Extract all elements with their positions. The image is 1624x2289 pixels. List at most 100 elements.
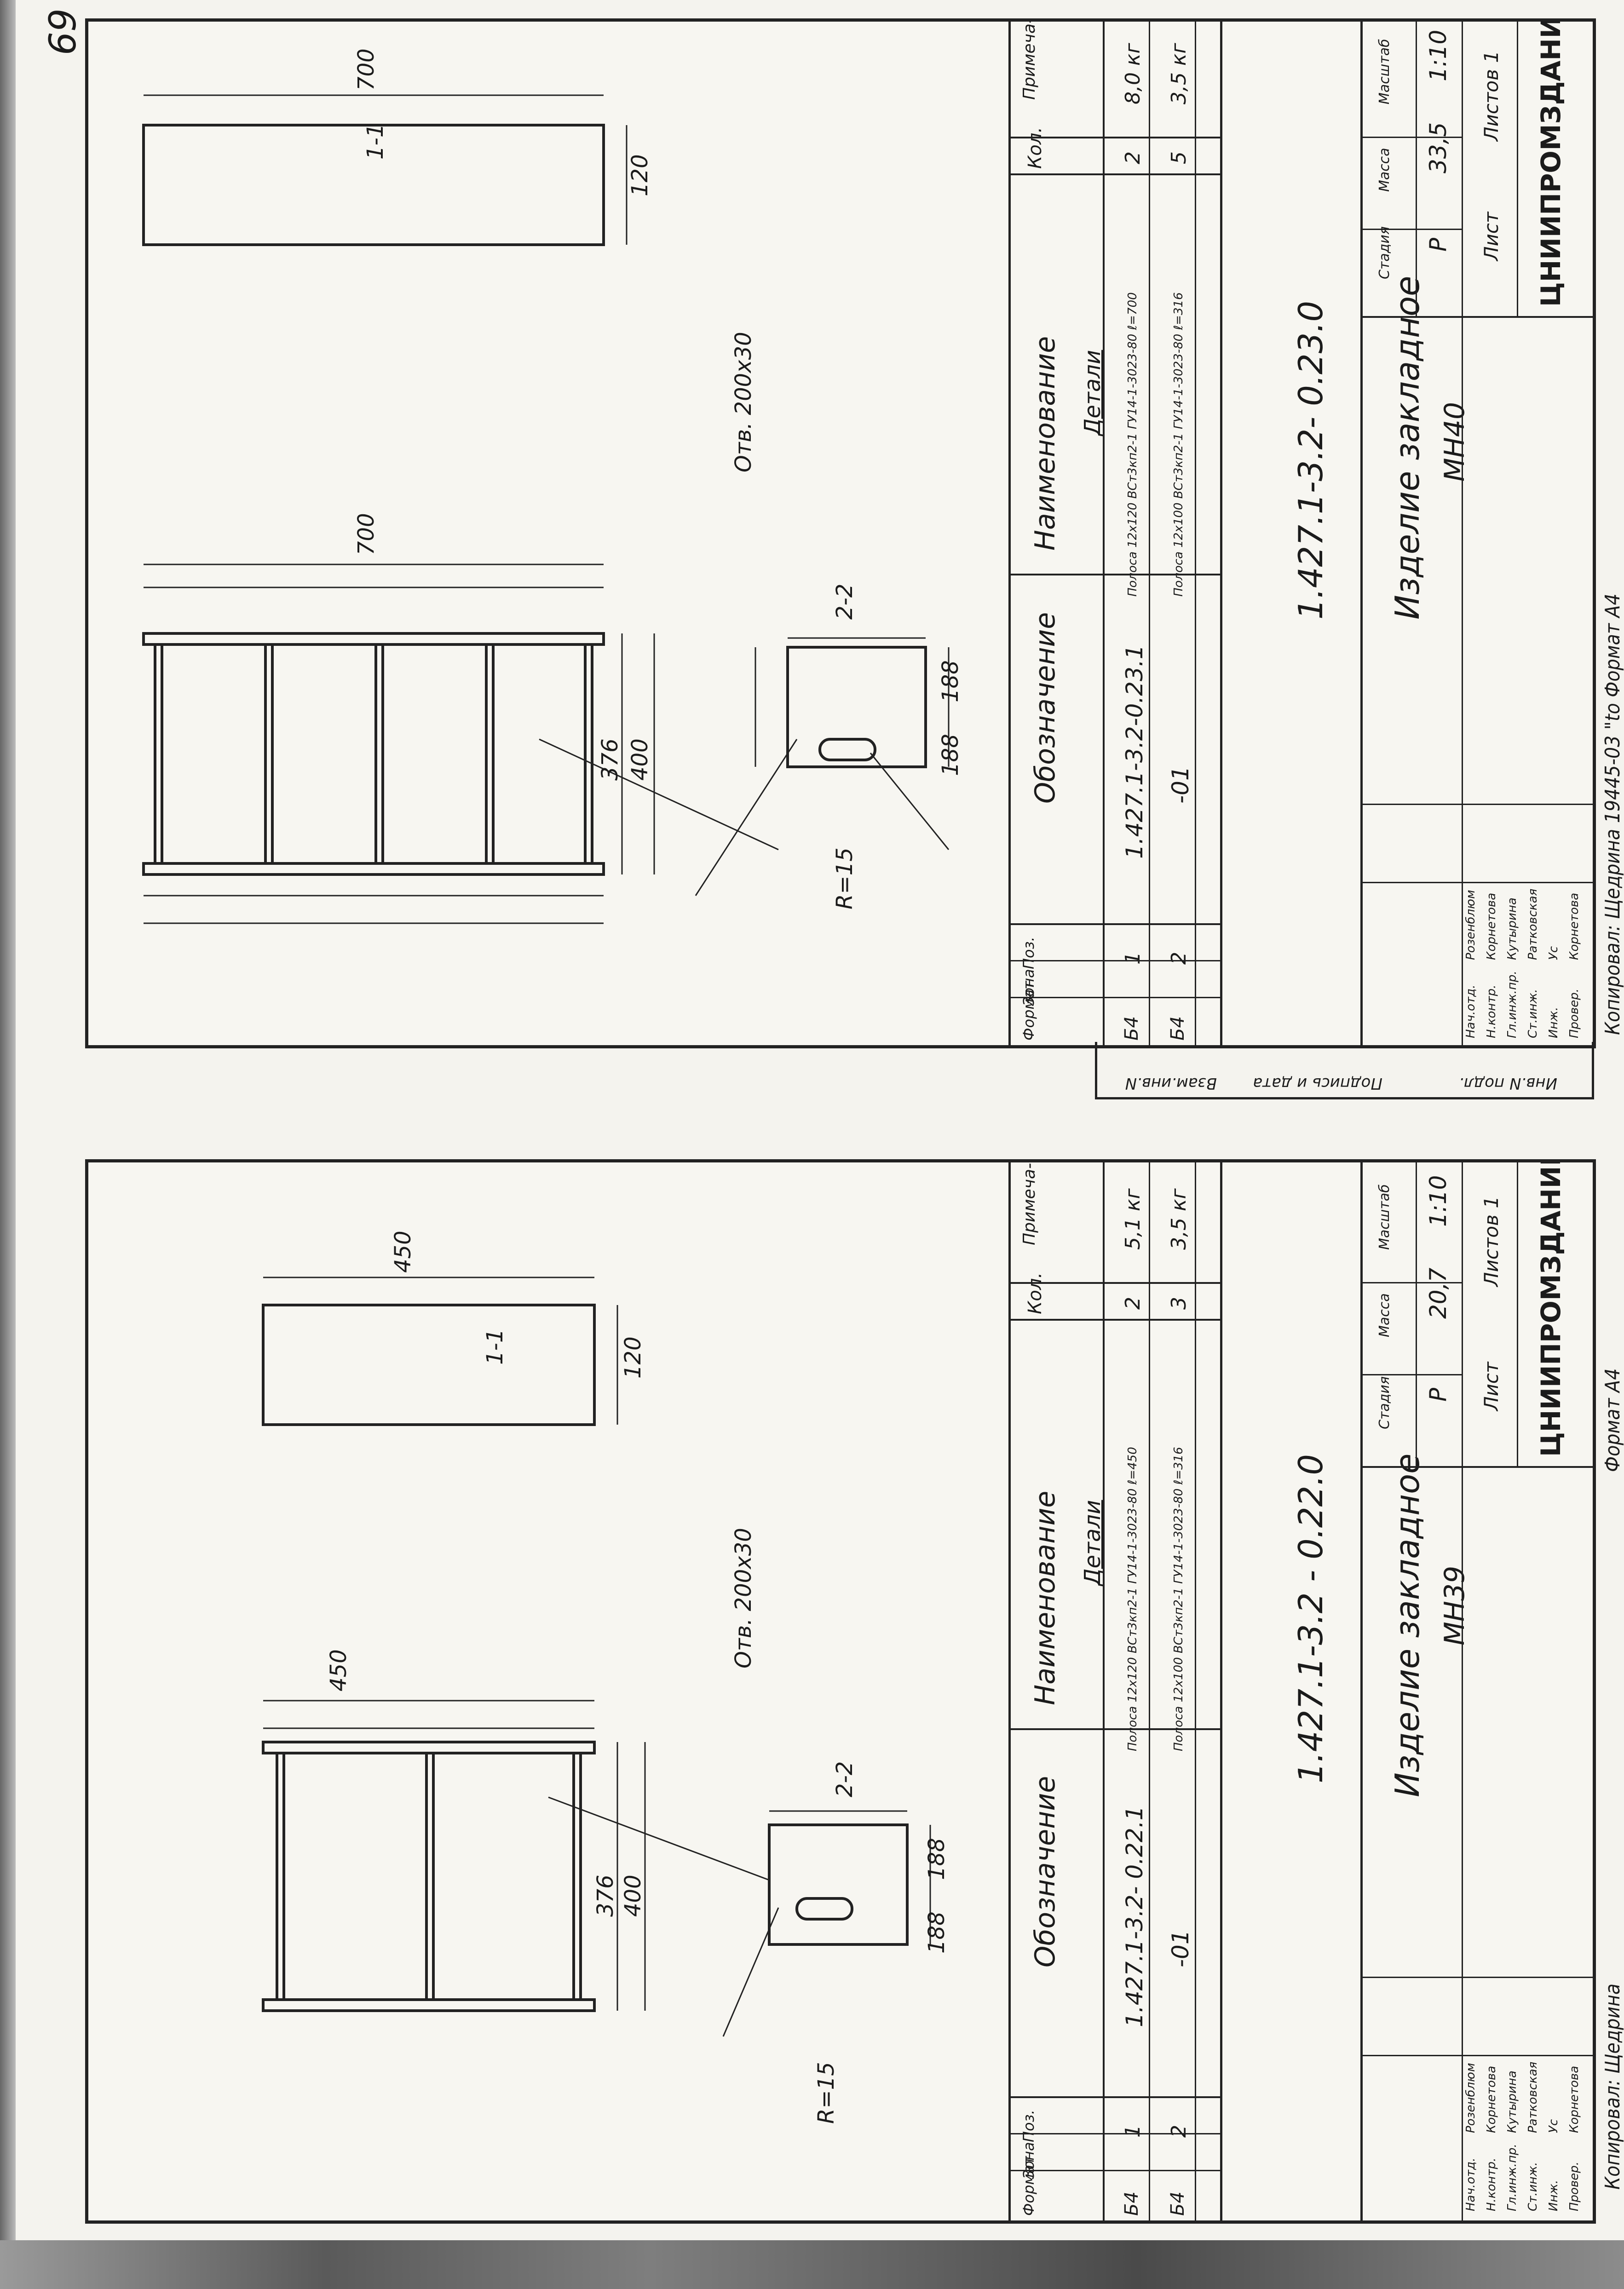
spec-row-1-qty: 2 <box>1121 1297 1145 1310</box>
title-block: 1.427.1-3.2 - 0.22.0 Изделие закладное М… <box>1220 1162 1593 2220</box>
section-2-2-plate <box>786 646 927 768</box>
signature-role-6: Провер. <box>1567 988 1581 1038</box>
section-label-2-2: 2-2 <box>832 1761 858 1797</box>
drawing-sheet-bottom: 1-1 2-2 Отв. 200х30 R=15 450 376 400 450… <box>85 1159 1596 2224</box>
dim-section-1-1-width: 120 <box>627 154 653 196</box>
sheet-label: Лист <box>1480 212 1503 261</box>
signature-role-5: Инж. <box>1547 1006 1561 1038</box>
stage-header: Стадия <box>1376 1376 1393 1429</box>
scale-value: 1:10 <box>1425 1175 1451 1227</box>
drawing-code: 1.427.1-3.2- 0.23.0 <box>1291 300 1330 620</box>
spec-row-1-format: Б4 <box>1121 1016 1142 1041</box>
spec-row-2-qty: 5 <box>1167 151 1191 164</box>
side-stamp: Инв.N подл. Подпись и дата Взам.инв.N <box>1095 1042 1594 1099</box>
signature-name-2: Корнетова <box>1485 892 1498 960</box>
item-title: Изделие закладное <box>1388 1453 1427 1797</box>
signature-name-6: Корнетова <box>1567 892 1581 960</box>
side-stamp-sign: Подпись и дата <box>1253 1074 1382 1093</box>
spec-row-2-code: -01 <box>1167 1930 1194 1967</box>
drawing-sheet-top: 1-1 2-2 Отв. 200х30 R=15 700 376 400 700… <box>85 18 1596 1048</box>
signature-role-3: Гл.инж.пр. <box>1505 971 1519 1038</box>
spec-section-title: Детали <box>1080 1500 1106 1586</box>
spec-header-note: Примеча-ние <box>1020 1159 1039 1245</box>
section-2-2-plate <box>768 1823 909 1946</box>
signature-role-1: Нач.отд. <box>1464 2157 1478 2211</box>
spec-row-2-format: Б4 <box>1167 1016 1188 1041</box>
signature-role-6: Провер. <box>1567 2161 1581 2211</box>
mass-value: 20,7 <box>1425 1267 1451 1319</box>
spec-row-2-format: Б4 <box>1167 2191 1188 2216</box>
section-label-2-2: 2-2 <box>832 584 858 620</box>
spec-row-2-pos: 2 <box>1167 2125 1191 2138</box>
spec-table: Формат Зона Поз. Обозначение Наименовани… <box>1008 22 1222 1045</box>
dim-2-2-188a: 188 <box>924 1838 950 1880</box>
stage-header: Стадия <box>1376 226 1393 279</box>
spec-row-1-code: 1.427.1-3.2- 0.22.1 <box>1121 1806 1148 2027</box>
spec-row-2-pos: 2 <box>1167 952 1191 965</box>
plate-strip-left <box>142 632 605 646</box>
spec-header-pos: Поз. <box>1020 2110 1037 2142</box>
signature-role-4: Ст.инж. <box>1526 989 1540 1038</box>
dim-section-1-1-length: 450 <box>390 1231 416 1273</box>
spec-row-1-format: Б4 <box>1121 2191 1142 2216</box>
spec-row-2-name: Полоса 12х100 ВСт3кп2-1 ГУ14-1-3023-80 ℓ… <box>1172 1447 1186 1751</box>
signature-name-3: Кутырина <box>1505 2070 1519 2133</box>
plate-strip-right <box>262 1998 596 2012</box>
signature-role-1: Нач.отд. <box>1464 984 1478 1038</box>
hole-slot <box>818 738 876 761</box>
scale-value: 1:10 <box>1425 29 1451 81</box>
item-mark: МН40 <box>1439 402 1471 482</box>
dim-400: 400 <box>620 1875 646 1917</box>
dim-400: 400 <box>627 738 653 781</box>
page-number: 69 <box>41 8 84 55</box>
signature-name-4: Ратковская <box>1526 2061 1540 2133</box>
title-block: 1.427.1-3.2- 0.23.0 Изделие закладное МН… <box>1220 22 1593 1045</box>
signature-name-3: Кутырина <box>1505 897 1519 960</box>
signature-role-2: Н.контр. <box>1485 2157 1498 2211</box>
signature-role-4: Ст.инж. <box>1526 2162 1540 2211</box>
sheet-label: Лист <box>1480 1362 1503 1411</box>
spec-row-1-pos: 1 <box>1121 952 1145 965</box>
spec-header-qty: Кол. <box>1025 127 1046 169</box>
spec-row-1-name: Полоса 12х120 ВСт3кп2-1 ГУ14-1-3023-80 ℓ… <box>1126 1447 1140 1751</box>
scan-edge <box>0 0 16 2240</box>
dim-2-2-188a: 188 <box>938 660 963 702</box>
spec-row-1-qty: 2 <box>1121 151 1145 164</box>
dim-2-2-188b: 188 <box>938 734 963 776</box>
signature-name-5: Ус <box>1547 946 1561 960</box>
dim-376: 376 <box>597 738 623 781</box>
signature-name-2: Корнетова <box>1485 2065 1498 2133</box>
spec-row-2-name: Полоса 12х100 ВСт3кп2-1 ГУ14-1-3023-80 ℓ… <box>1172 292 1186 597</box>
plate-strip-left <box>262 1741 596 1754</box>
format-label-bottom: Формат А4 <box>1601 1368 1624 1472</box>
scan-artifact-strip <box>0 2240 1624 2289</box>
spec-header-name: Наименование <box>1029 336 1061 551</box>
spec-row-2-code: -01 <box>1167 766 1194 804</box>
hole-label: Отв. 200х30 <box>731 1528 756 1668</box>
mass-value: 33,5 <box>1425 122 1451 173</box>
item-title: Изделие закладное <box>1388 276 1427 620</box>
signature-role-2: Н.контр. <box>1485 984 1498 1038</box>
dim-section-1-1-width: 120 <box>620 1336 646 1379</box>
spec-row-2-qty: 3 <box>1167 1297 1191 1310</box>
sheets-label: Листов 1 <box>1480 51 1503 141</box>
radius-label: R=15 <box>813 2062 839 2124</box>
dim-length-main: 450 <box>326 1649 351 1691</box>
section-1-1-strip <box>262 1304 596 1426</box>
signature-name-4: Ратковская <box>1526 888 1540 960</box>
drawing-code: 1.427.1-3.2 - 0.22.0 <box>1291 1454 1330 1783</box>
spec-row-2-note: 3,5 кг <box>1167 1188 1191 1250</box>
spec-header-zone: Зона <box>1020 969 1037 1006</box>
side-stamp-inv: Инв.N подл. <box>1459 1074 1557 1093</box>
hole-slot <box>795 1897 853 1921</box>
signature-name-6: Корнетова <box>1567 2065 1581 2133</box>
stage-value: Р <box>1425 237 1451 252</box>
plate-strip-right <box>142 862 605 876</box>
drawing-area: 1-1 2-2 Отв. 200х30 R=15 450 376 400 450… <box>262 1231 950 2124</box>
signature-role-3: Гл.инж.пр. <box>1505 2144 1519 2211</box>
spec-table: Формат Зона Поз. Обозначение Наименовани… <box>1008 1162 1222 2220</box>
spec-header-zone: Зона <box>1020 2142 1037 2179</box>
section-label-1-1: 1-1 <box>363 124 388 160</box>
signature-name-1: Розенблюм <box>1464 890 1478 960</box>
spec-header-note: Примеча-ние <box>1020 18 1039 100</box>
